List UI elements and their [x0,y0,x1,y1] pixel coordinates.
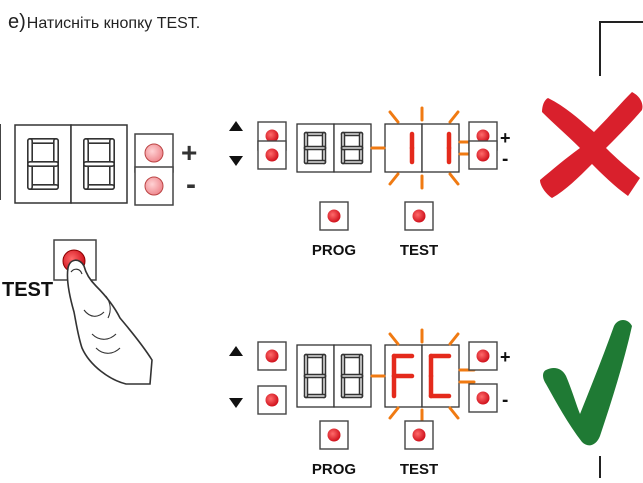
top-test-button[interactable] [404,201,434,231]
top-plus-sign: + [500,128,511,148]
bottomDigits-d4 [428,353,452,399]
top-digits [303,131,452,165]
bottom-down-led [265,393,279,407]
panel-top: + - PROG TEST [229,106,511,259]
bottomDigits-d1 [303,353,327,399]
top-window-3 [384,123,423,173]
result-bracket [599,21,643,478]
left-controller: + - TEST [0,124,197,385]
left-minus-sign: - [186,168,196,201]
top-prog-led [327,209,341,223]
top-test-led [412,209,426,223]
top-flash-rays [370,106,476,190]
top-test-label: TEST [400,242,438,259]
bottom-minus-led [476,391,490,405]
flash-ray [448,110,460,124]
bottom-minus-sign: - [502,390,508,411]
bottom-test-led [412,428,426,442]
step-text: Натисніть кнопку TEST. [26,15,201,32]
top-plus-led [476,129,490,143]
bottom-down-arrow-icon [229,398,243,408]
bottom-plus-sign: + [500,347,511,367]
left-plus-led [144,143,164,163]
bottom-up-led [265,349,279,363]
flash-ray [448,406,460,420]
panel-bottom: + - PROG TEST [229,328,511,478]
bottomDigits-d2 [340,353,364,399]
left-minus-led [144,176,164,196]
bottom-plus-led [476,349,490,363]
flash-ray [388,110,400,124]
top-minus-led [476,148,490,162]
top-window-4 [421,123,460,173]
step-letter: e) [8,11,26,33]
top-minus-sign: - [502,149,508,170]
left-plus-sign: + [181,137,197,168]
bottom-prog-led [327,428,341,442]
flash-ray [388,406,400,420]
topDigits-d2 [340,131,364,165]
bottomDigits-d3 [391,353,415,399]
flash-ray [388,332,400,346]
pressing-finger-icon [66,259,153,385]
left-display-88 [27,138,115,190]
top-up-led [265,129,279,143]
left-digit-2 [83,138,115,190]
top-down-led [265,148,279,162]
bottom-up-arrow-icon [229,346,243,356]
top-down-arrow-icon [229,156,243,166]
flash-ray [448,172,460,186]
topDigits-d1 [303,131,327,165]
green-check-icon [543,320,632,446]
step-instruction: e)Натисніть кнопку TEST. [8,11,200,34]
flash-ray [388,172,400,186]
top-up-arrow-icon [229,121,243,131]
left-minus-button[interactable] [134,166,174,206]
red-cross-icon [540,92,643,198]
left-digit-1 [27,138,59,190]
bottom-prog-label: PROG [312,461,356,478]
bottom-digits [303,353,452,399]
bottom-test-label: TEST [400,461,438,478]
top-prog-label: PROG [312,242,356,259]
left-test-label: TEST [2,279,53,301]
flash-ray [448,332,460,346]
